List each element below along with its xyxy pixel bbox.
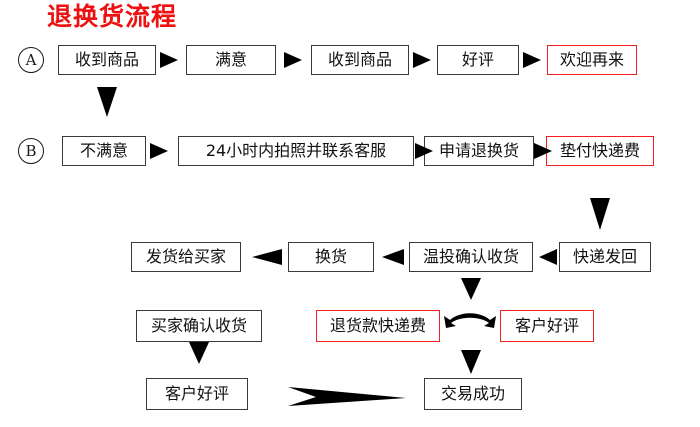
- node-exchange-goods[interactable]: 换货: [288, 242, 374, 272]
- node-refund-shipping-fee[interactable]: 退货款快递费: [316, 310, 440, 342]
- arrow-left-c3-c2: [378, 248, 406, 266]
- arrow-down-a1-b1: [93, 85, 121, 119]
- arrow-right-b2-b3: [414, 142, 436, 160]
- node-customer-good-review[interactable]: 客户好评: [146, 378, 248, 410]
- arrow-down-d1-e1: [186, 340, 212, 366]
- arrow-long-right-e1-e2: [286, 382, 408, 410]
- node-express-return[interactable]: 快递发回: [559, 242, 651, 272]
- node-apply-return-exchange[interactable]: 申请退换货: [424, 136, 534, 166]
- row-label-b: B: [18, 138, 44, 164]
- arrow-right-b3-b4: [533, 142, 555, 160]
- node-buyer-confirm-receipt[interactable]: 买家确认收货: [136, 310, 262, 342]
- arrow-right-a4-a5: [521, 51, 545, 69]
- arrow-right-a2-a3: [282, 51, 306, 69]
- arrow-right-a1-a2: [158, 51, 182, 69]
- node-good-review-a[interactable]: 好评: [437, 45, 519, 75]
- node-confirm-receipt[interactable]: 温投确认收货: [409, 242, 533, 272]
- arrow-right-a3-a4: [411, 51, 435, 69]
- node-customer-good-review-red[interactable]: 客户好评: [500, 310, 594, 342]
- arrow-down-b4-c4: [586, 196, 614, 232]
- node-advance-shipping-fee[interactable]: 垫付快递费: [546, 136, 654, 166]
- node-received-goods-a[interactable]: 收到商品: [58, 45, 156, 75]
- arrow-left-c4-c3: [535, 248, 559, 266]
- node-satisfied[interactable]: 满意: [186, 45, 276, 75]
- node-photo-contact-service[interactable]: 24小时内拍照并联系客服: [178, 136, 414, 166]
- node-welcome-again[interactable]: 欢迎再来: [547, 45, 637, 75]
- arrow-right-b1-b2: [148, 142, 172, 160]
- page-title: 退换货流程: [47, 2, 178, 31]
- arrow-double-curve-d2-d3: [440, 312, 500, 340]
- arrow-down-mid-e2: [458, 348, 484, 376]
- node-transaction-success[interactable]: 交易成功: [424, 378, 522, 410]
- arrow-left-c2-c1: [246, 248, 284, 266]
- node-dissatisfied[interactable]: 不满意: [62, 136, 146, 166]
- arrow-down-c3-mid: [458, 276, 484, 302]
- row-label-a: A: [18, 47, 44, 73]
- node-received-goods-b[interactable]: 收到商品: [311, 45, 409, 75]
- node-ship-to-buyer[interactable]: 发货给买家: [131, 242, 241, 272]
